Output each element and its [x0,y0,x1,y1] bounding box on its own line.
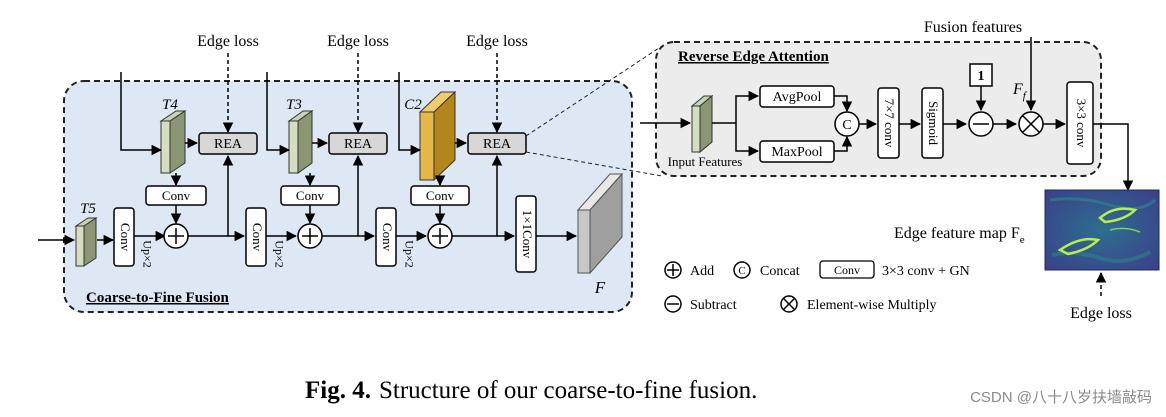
rea-panel-title: Reverse Edge Attention [678,49,829,65]
conv-box-2-label: Conv [296,188,325,203]
legend-concat-icon [733,261,751,279]
conv1x1-label: 1×1Conv [520,210,535,259]
t5-label: T5 [80,201,96,217]
output-feature [576,172,624,275]
t3-feature [287,110,314,174]
t4-label: T4 [162,97,178,113]
legend-subtract-label: Subtract [690,298,737,313]
legend: Add C Concat Conv 3×3 conv + GN Subtract… [664,260,970,313]
avgpool-label: AvgPool [773,90,822,105]
maxpool-label: MaxPool [771,145,822,160]
t4-feature [159,110,187,174]
conv-vertical-3 [375,207,397,267]
edge-loss-label-1: Edge loss [197,33,259,50]
sigmoid-label: Sigmoid [926,101,941,146]
legend-add-label: Add [690,264,714,279]
legend-multiply-label: Element-wise Multiply [807,298,936,313]
conv-vertical-2-label: Conv [250,223,265,252]
t5-feature [74,217,98,267]
one-label: 1 [978,69,985,84]
legend-conv-icon [819,260,875,279]
figure-caption: Fig. 4.Structure of our coarse-to-fine f… [305,377,757,404]
conv-box-1-label: Conv [162,188,191,203]
ff-label: Ff [1012,81,1028,102]
input-features-label: Input Features [668,154,743,169]
conv1x1-box [515,195,537,273]
legend-conv-desc: 3×3 conv + GN [882,264,970,279]
rea-box-1 [198,132,258,155]
edge-feature-map-label: Edge feature map Fe [894,225,1025,246]
rea-box-3-label: REA [483,137,512,152]
conv-vertical-1 [113,207,135,267]
rea-box-1-label: REA [214,137,243,152]
upx2-label-2: Up×2 [272,240,286,267]
conv3-box [1066,81,1094,165]
conv7-box [877,87,900,159]
legend-concat-label: Concat [760,264,800,279]
legend-concat-symbol: C [738,265,745,277]
t3-label: T3 [286,97,302,113]
conv7-label: 7×7 conv [882,99,897,148]
input-features-block [690,94,714,154]
watermark: CSDN @八十八岁扶墙敲码 [970,389,1152,406]
ctf-title: Coarse-to-Fine Fusion [86,290,230,306]
upx2-label-3: Up×2 [402,240,416,267]
conv-vertical-2 [245,207,267,267]
edge-map-loss-label: Edge loss [1070,305,1132,322]
concat-node-label: C [842,118,851,133]
rea-box-3 [467,132,527,155]
c2-feature [418,90,457,182]
conv-box-3-label: Conv [426,188,455,203]
zoom-line-bottom [525,151,663,177]
output-label: F [594,278,606,297]
fusion-features-label: Fusion features [924,19,1022,36]
rea-box-2 [328,132,388,155]
sigmoid-box [921,87,944,159]
upx2-label-1: Up×2 [140,240,154,267]
zoom-line-top [525,45,663,137]
edge-loss-label-3: Edge loss [466,33,528,50]
c2-label: C2 [404,97,422,113]
edge-feature-map-image [1044,189,1160,271]
conv-vertical-1-label: Conv [118,223,133,252]
edge-loss-label-2: Edge loss [327,33,389,50]
legend-conv-box-label: Conv [834,263,860,277]
conv-vertical-3-label: Conv [380,223,395,252]
rea-box-2-label: REA [344,137,373,152]
conv3-label: 3×3 conv [1074,99,1089,148]
